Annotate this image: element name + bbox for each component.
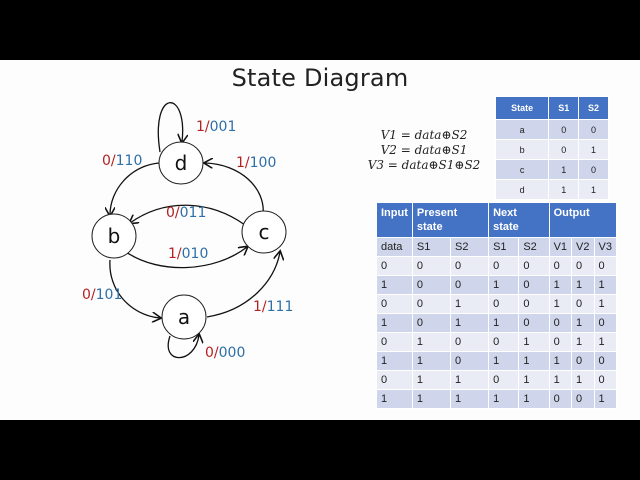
header-input: Input	[376, 202, 413, 238]
header-present-state: Present state	[411, 202, 490, 238]
edge-c-d	[205, 163, 264, 216]
edge-label-d-d: 1/001	[196, 119, 236, 135]
edge-a-c	[206, 252, 280, 318]
edge-b-c	[125, 247, 247, 269]
header-next-state: Next state	[488, 202, 550, 238]
subheader-row: data S1 S2 S1 S2 V1 V2 V3	[376, 237, 617, 257]
edge-d-b	[110, 162, 160, 215]
state-d-label: d	[175, 151, 188, 175]
state-a-label: a	[178, 305, 190, 329]
header-s2: S2	[578, 96, 609, 120]
edge-label-c-b: 0/011	[166, 205, 206, 221]
edge-label-a-a: 0/000	[205, 345, 245, 361]
edge-label-b-a: 0/101	[82, 287, 122, 303]
edge-d-d	[157, 102, 182, 153]
header-output: Output	[548, 202, 618, 238]
edge-b-a	[109, 259, 160, 318]
edge-label-c-d: 1/100	[236, 155, 276, 171]
truth-table: Input Present state Next state Output da…	[376, 202, 618, 409]
edge-label-a-c: 1/111	[253, 299, 293, 315]
state-a-circle	[161, 294, 207, 340]
output-equations: V1 = data⊕S2 V2 = data⊕S1 V3 = data⊕S1⊕S…	[364, 128, 484, 173]
edge-label-b-c: 1/010	[168, 246, 208, 262]
equation-v2: V2 = data⊕S1	[380, 143, 468, 157]
equation-v3: V3 = data⊕S1⊕S2	[367, 158, 481, 172]
state-d-circle	[158, 141, 204, 185]
equation-v1: V1 = data⊕S2	[380, 128, 468, 142]
state-diagram: d b c a 1/001 0/110 1/100 0/011 1/010 0/…	[82, 102, 293, 361]
edge-label-d-b: 0/110	[102, 153, 142, 169]
header-s1: S1	[548, 96, 580, 120]
state-c-circle	[241, 210, 287, 254]
slide-title: State Diagram	[231, 64, 409, 92]
edge-a-a	[167, 335, 199, 359]
state-c-label: c	[259, 220, 270, 244]
state-b-label: b	[108, 224, 121, 248]
header-state: State	[494, 96, 550, 120]
slide: State Diagram	[0, 60, 640, 420]
state-b-circle	[91, 213, 137, 259]
edge-c-b	[130, 204, 246, 226]
